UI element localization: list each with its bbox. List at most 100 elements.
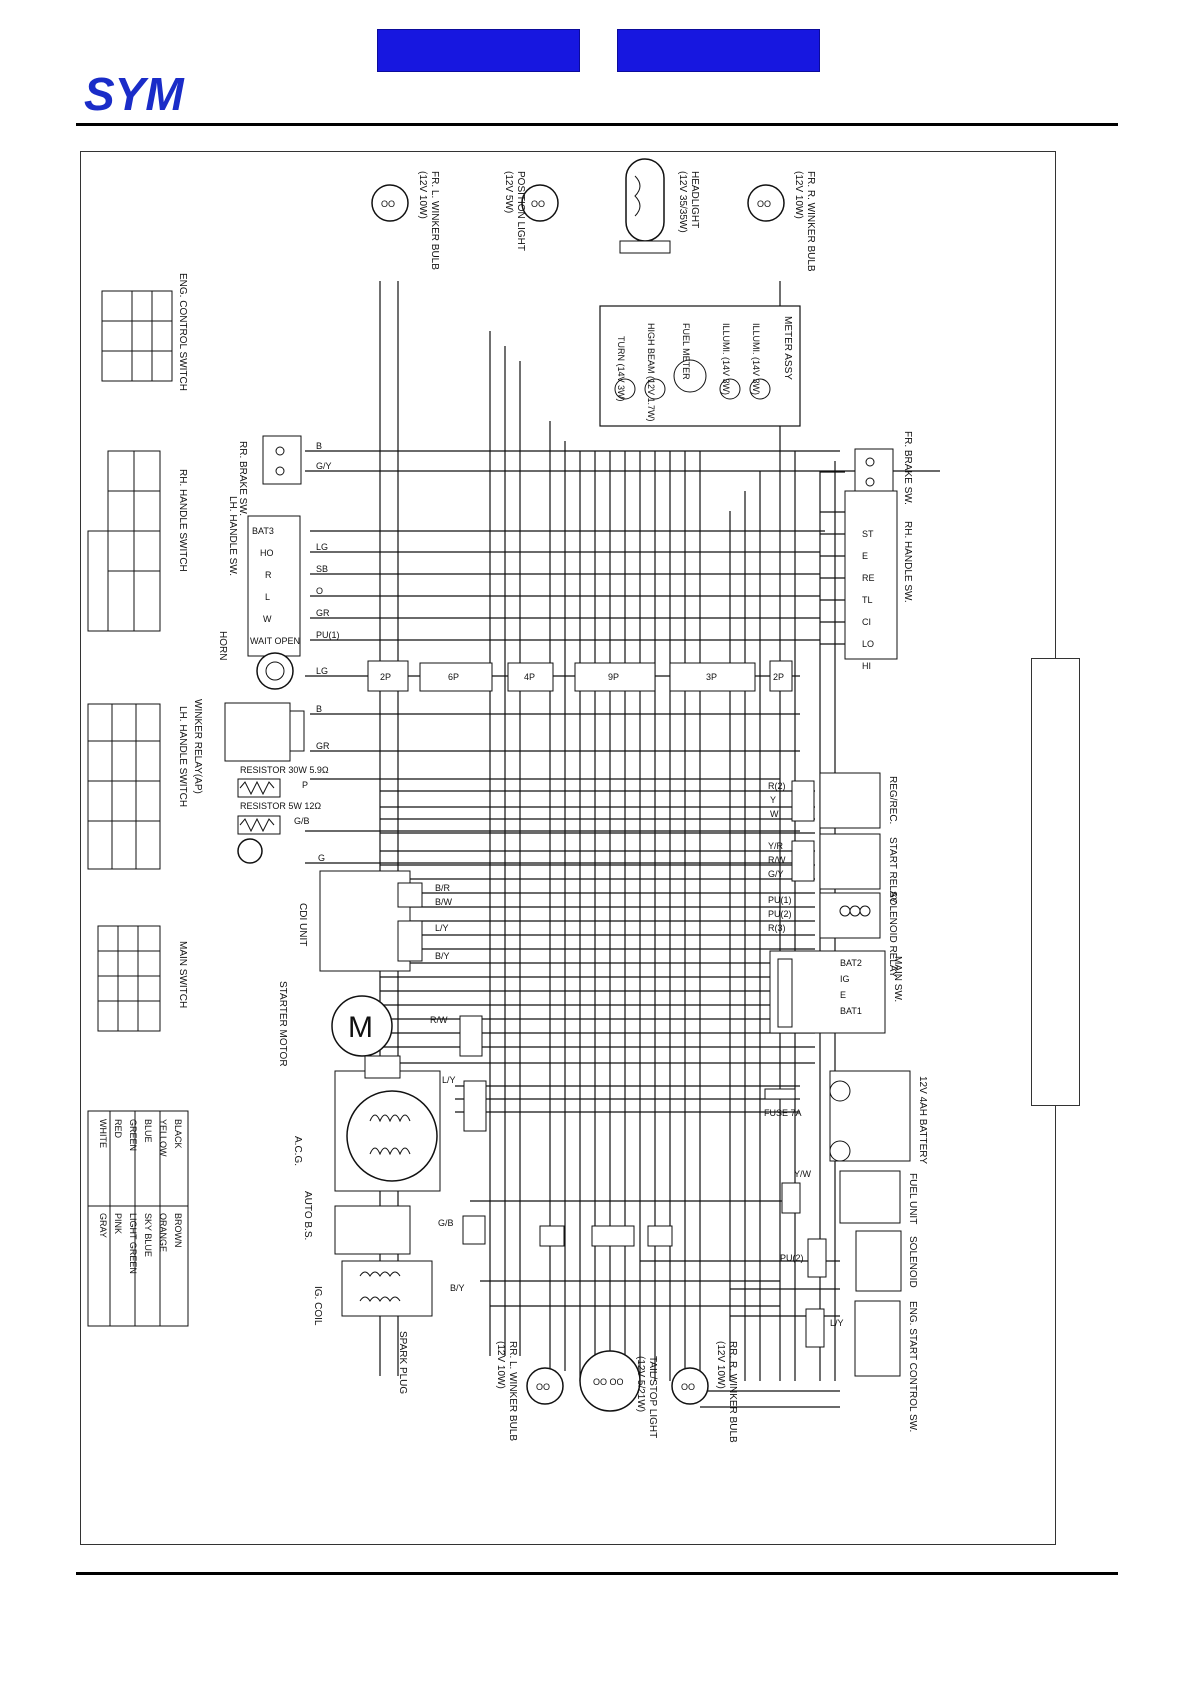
svg-text:ORANGE: ORANGE xyxy=(158,1213,168,1252)
svg-text:WINKER RELAY(AP): WINKER RELAY(AP) xyxy=(192,699,203,794)
svg-text:PU(2): PU(2) xyxy=(768,909,792,919)
svg-text:W: W xyxy=(770,809,779,819)
wiring-diagram: OO FR. L. WINKER BULB (12V 10W) OO POSIT… xyxy=(87,158,940,1443)
svg-text:LH. HANDLE SW.: LH. HANDLE SW. xyxy=(227,496,238,576)
svg-text:OO OO: OO OO xyxy=(593,1377,624,1387)
svg-text:Y/R: Y/R xyxy=(768,841,784,851)
fuel-unit: FUEL UNIT xyxy=(781,1170,918,1224)
color-code-legend: BLACK YELLOW BLUE GREEN RED WHITE BROWN … xyxy=(87,1110,189,1327)
svg-text:W: W xyxy=(263,614,272,624)
ig-coil: IG. COIL SPARK PLUG xyxy=(312,1260,433,1394)
svg-text:STARTER MOTOR: STARTER MOTOR xyxy=(277,981,288,1067)
svg-text:2P: 2P xyxy=(773,672,784,682)
svg-text:9P: 9P xyxy=(608,672,619,682)
svg-text:HO: HO xyxy=(260,548,274,558)
resistor-5w: RESISTOR 5W 12Ω xyxy=(237,801,321,835)
svg-text:OO: OO xyxy=(681,1382,695,1392)
meter-assy: METER ASSY TURN (14V 3W) HIGH BEAM (12V … xyxy=(599,305,801,427)
reg-rec: REG/REC. xyxy=(791,772,898,829)
svg-text:RR. R. WINKER BULB: RR. R. WINKER BULB xyxy=(727,1341,738,1443)
svg-text:Y: Y xyxy=(770,795,776,805)
svg-text:(12V 10W): (12V 10W) xyxy=(495,1341,506,1389)
svg-text:PU(1): PU(1) xyxy=(316,630,340,640)
svg-text:PU(1): PU(1) xyxy=(768,895,792,905)
svg-text:WHITE: WHITE xyxy=(98,1119,108,1148)
svg-text:2P: 2P xyxy=(380,672,391,682)
svg-text:HORN: HORN xyxy=(217,631,228,660)
starter-motor: M STARTER MOTOR xyxy=(277,981,483,1091)
svg-text:P: P xyxy=(302,780,308,790)
svg-text:MAIN SWITCH: MAIN SWITCH xyxy=(177,941,188,1008)
cdi-unit: CDI UNIT xyxy=(297,870,423,972)
svg-text:4P: 4P xyxy=(524,672,535,682)
start-relay: START RELAY xyxy=(791,833,898,904)
svg-text:E: E xyxy=(840,990,846,1000)
svg-text:(12V 35/35W): (12V 35/35W) xyxy=(677,171,688,233)
svg-text:START RELAY: START RELAY xyxy=(887,837,898,904)
eng-control-switch: ENG. CONTROL SWITCH xyxy=(101,273,188,391)
solenoid-relay: SOLENOID RELAY xyxy=(819,891,898,978)
svg-text:RH. HANDLE SWITCH: RH. HANDLE SWITCH xyxy=(177,469,188,572)
svg-text:6P: 6P xyxy=(448,672,459,682)
fr-brake-sw: FR. BRAKE SW. xyxy=(854,431,913,505)
svg-text:LIGHT GREEN: LIGHT GREEN xyxy=(128,1213,138,1274)
svg-text:12V 4AH BATTERY: 12V 4AH BATTERY xyxy=(917,1076,928,1164)
svg-text:WAIT OPEN: WAIT OPEN xyxy=(250,636,300,646)
svg-text:RE: RE xyxy=(862,573,875,583)
svg-text:GR: GR xyxy=(316,741,330,751)
svg-text:L/Y: L/Y xyxy=(442,1075,456,1085)
svg-text:R/W: R/W xyxy=(768,855,786,865)
svg-text:ENG. START CONTROL SW.: ENG. START CONTROL SW. xyxy=(907,1301,918,1432)
svg-text:FR. R. WINKER BULB: FR. R. WINKER BULB xyxy=(805,171,816,272)
svg-text:AUTO B.S.: AUTO B.S. xyxy=(302,1191,313,1240)
svg-text:B: B xyxy=(316,704,322,714)
fuse: FUSE 7A xyxy=(764,1088,802,1118)
svg-text:BROWN: BROWN xyxy=(173,1213,183,1248)
svg-text:B/Y: B/Y xyxy=(450,1283,465,1293)
svg-text:(12V 5/21W): (12V 5/21W) xyxy=(635,1356,646,1412)
nav-button-1[interactable] xyxy=(377,29,580,72)
svg-text:PU(2): PU(2) xyxy=(780,1253,804,1263)
svg-text:LG: LG xyxy=(316,542,328,552)
svg-text:METER ASSY: METER ASSY xyxy=(782,316,793,380)
svg-text:SPARK PLUG: SPARK PLUG xyxy=(397,1331,408,1394)
svg-text:GREEN: GREEN xyxy=(128,1119,138,1151)
auto-bs: AUTO B.S. xyxy=(302,1191,486,1255)
svg-text:SOLENOID RELAY: SOLENOID RELAY xyxy=(887,891,898,978)
nav-button-2[interactable] xyxy=(617,29,820,72)
svg-text:BLACK: BLACK xyxy=(173,1119,183,1149)
svg-text:SOLENOID: SOLENOID xyxy=(907,1236,918,1288)
svg-text:(12V 5W): (12V 5W) xyxy=(503,171,514,213)
svg-text:FUEL UNIT: FUEL UNIT xyxy=(907,1173,918,1224)
svg-text:GR: GR xyxy=(316,608,330,618)
tail-stop-light: OO OO TAIL/STOP LIGHT (12V 5/21W) xyxy=(579,1225,658,1438)
svg-text:GRAY: GRAY xyxy=(98,1213,108,1238)
wire-tags: B G/Y LG SB O GR PU(1) LG B GR P G/B G R… xyxy=(294,441,844,1328)
svg-text:HEADLIGHT: HEADLIGHT xyxy=(689,171,700,228)
svg-text:OO: OO xyxy=(757,199,771,209)
svg-text:G/Y: G/Y xyxy=(768,869,784,879)
horn: HORN xyxy=(217,631,294,690)
svg-text:G/B: G/B xyxy=(438,1218,454,1228)
headlight: HEADLIGHT (12V 35/35W) xyxy=(619,158,700,254)
svg-text:BAT1: BAT1 xyxy=(840,1006,862,1016)
connector-blocks xyxy=(367,660,793,692)
svg-text:POSITION LIGHT: POSITION LIGHT xyxy=(515,171,526,251)
header-rule xyxy=(76,123,1118,126)
svg-text:LO: LO xyxy=(862,639,874,649)
svg-text:OO: OO xyxy=(536,1382,550,1392)
svg-text:BLUE: BLUE xyxy=(143,1119,153,1143)
sym-logo: SYM xyxy=(84,68,185,118)
connector-labels: 2P 6P 4P 9P 3P 2P xyxy=(380,672,784,682)
svg-text:RESISTOR 5W 12Ω: RESISTOR 5W 12Ω xyxy=(240,801,321,811)
svg-text:FUEL METER: FUEL METER xyxy=(681,323,691,380)
svg-text:RESISTOR 30W 5.9Ω: RESISTOR 30W 5.9Ω xyxy=(240,765,329,775)
svg-text:SB: SB xyxy=(316,564,328,574)
svg-text:RR. BRAKE SW.: RR. BRAKE SW. xyxy=(237,441,248,516)
side-panel xyxy=(1031,658,1080,1106)
svg-text:FUSE 7A: FUSE 7A xyxy=(764,1108,802,1118)
svg-text:LH. HANDLE SWITCH: LH. HANDLE SWITCH xyxy=(177,706,188,807)
acg: A.C.G. xyxy=(292,1055,487,1192)
svg-text:REG/REC.: REG/REC. xyxy=(887,776,898,824)
position-light: OO POSITION LIGHT (12V 5W) xyxy=(503,171,559,251)
